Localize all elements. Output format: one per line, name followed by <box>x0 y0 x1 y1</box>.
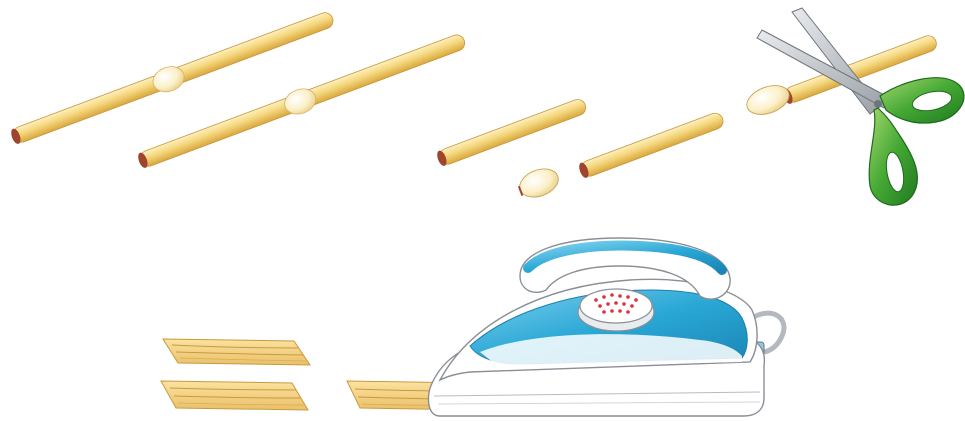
cut-node-piece <box>516 164 563 202</box>
straw-node-being-cut <box>743 80 793 120</box>
flat-strip-2 <box>161 381 308 410</box>
straw-with-node-1 <box>8 7 337 149</box>
cut-straw-pieces <box>435 97 725 202</box>
straw-with-node-2 <box>135 29 468 173</box>
iron-icon <box>428 238 783 416</box>
cut-straw-piece-lower <box>577 111 725 179</box>
cut-straw-piece-upper <box>435 97 588 167</box>
flat-strip-1 <box>163 339 310 365</box>
